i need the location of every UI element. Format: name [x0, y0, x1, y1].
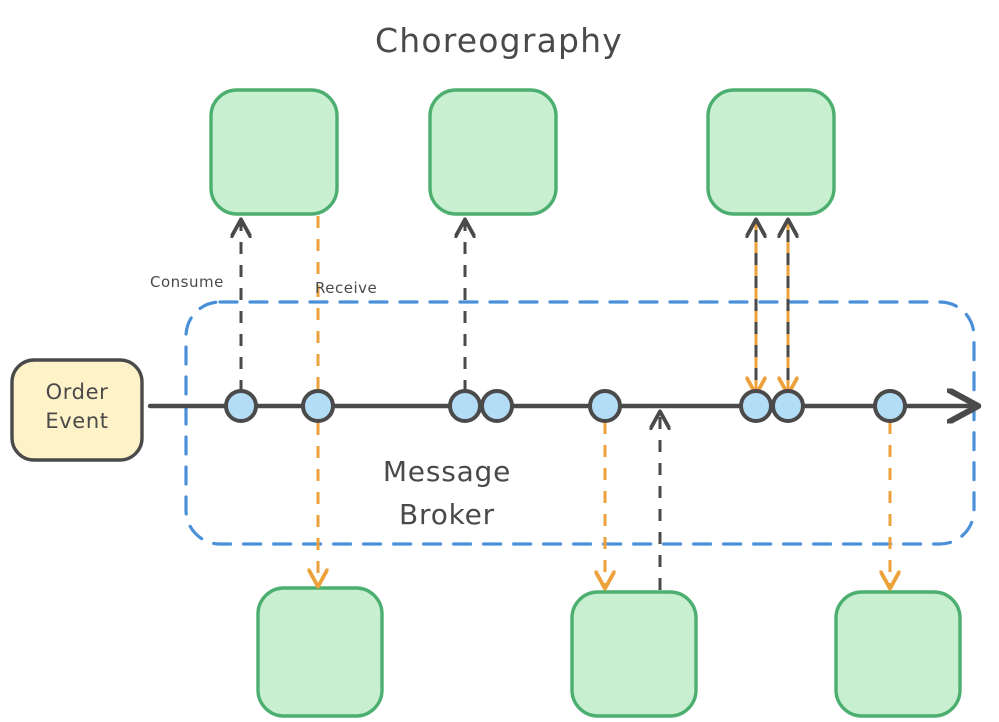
service-top-1[interactable] [209, 88, 339, 216]
service-bottom-3[interactable] [834, 590, 962, 718]
broker-label-line2: Broker [399, 498, 495, 531]
message-circle-7[interactable] [771, 389, 805, 423]
service-top-3[interactable] [706, 88, 836, 216]
order-event-label-line2: Event [45, 409, 108, 433]
message-circle-1[interactable] [224, 389, 258, 423]
page-title: Choreography [375, 21, 623, 60]
service-bottom-1[interactable] [256, 586, 384, 718]
message-broker-container [184, 300, 976, 546]
message-circle-3[interactable] [448, 389, 482, 423]
service-box-shape [209, 88, 339, 216]
consume-edge-label: Consume [150, 273, 224, 291]
message-circle-6[interactable] [739, 389, 773, 423]
service-bottom-2[interactable] [570, 590, 698, 718]
order-event-node[interactable]: Order Event [10, 358, 144, 462]
service-top-2[interactable] [428, 88, 558, 216]
message-circle-5[interactable] [588, 389, 622, 423]
broker-label-line1: Message [383, 455, 511, 488]
service-box-shape [256, 586, 384, 718]
order-event-label-line1: Order [46, 380, 109, 404]
service-box-shape [834, 590, 962, 718]
service-box-shape [706, 88, 836, 216]
order-event-shape [10, 358, 144, 462]
receive-edge-label: Receive [315, 279, 377, 297]
message-circle-8[interactable] [873, 389, 907, 423]
service-box-shape [428, 88, 558, 216]
message-circle-2[interactable] [301, 389, 335, 423]
message-circle-4[interactable] [480, 389, 514, 423]
service-box-shape [570, 590, 698, 718]
